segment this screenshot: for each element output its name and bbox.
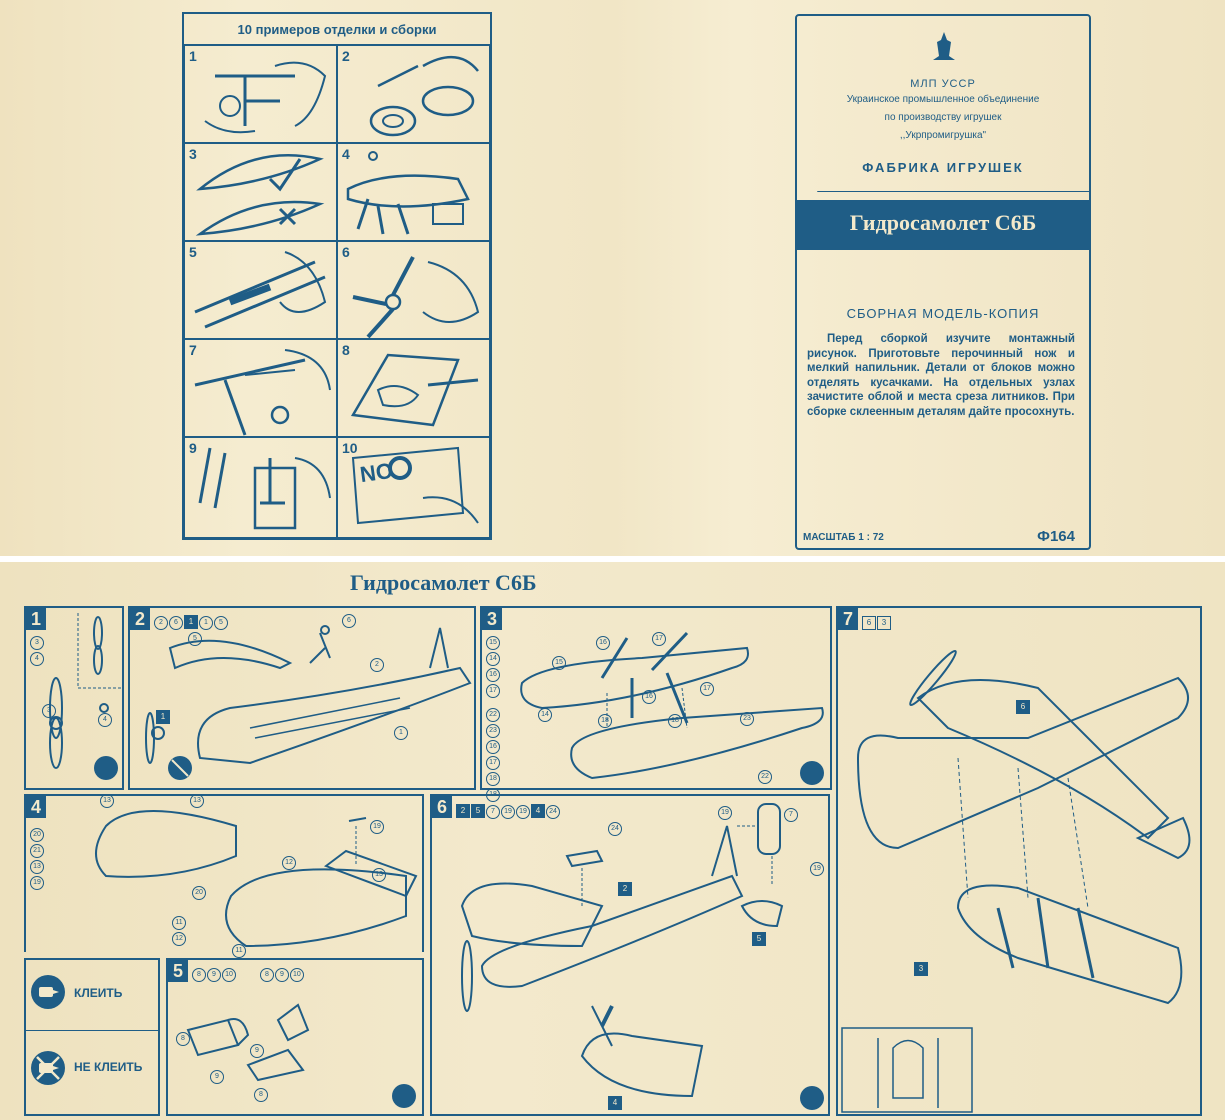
subtitle: СБОРНАЯ МОДЕЛЬ-КОПИЯ	[846, 306, 1040, 321]
step-4-parts-b: 11 12	[172, 916, 187, 946]
example-9: 9	[184, 437, 337, 538]
sheet-separator	[0, 556, 1225, 562]
org-line-3: по производству игрушек	[884, 112, 1002, 123]
step-3-panel: 3 15 14 16 17 22 23 16 17 18 18 16 17 15…	[480, 606, 832, 802]
step-6-aircraft-illustration	[460, 803, 824, 1110]
example-5: 5	[184, 241, 337, 339]
example-8: 8	[337, 339, 490, 437]
step-3-float-illustration	[520, 631, 824, 785]
org-line-4: ,,Укрпромигрушка"	[899, 130, 987, 141]
step-4-badge: 4	[26, 796, 46, 818]
example-6: 6	[337, 241, 490, 339]
example-4-illustration	[346, 151, 470, 235]
step-7-badge: 7	[838, 608, 858, 630]
step-1-propeller-illustration	[49, 613, 122, 780]
example-9-illustration	[198, 447, 331, 530]
example-6-illustration	[352, 256, 480, 338]
example-1-illustration	[204, 61, 327, 134]
glue-icon	[31, 975, 65, 1009]
examples-panel: 10 примеров отделки и сборки 1 2	[182, 12, 492, 540]
examples-title: 10 примеров отделки и сборки	[237, 22, 437, 37]
factory-logo-icon	[933, 32, 955, 60]
examples-grid: 1 2 3	[184, 45, 490, 538]
step-4-parts-a: 20 21 13 19	[30, 828, 45, 890]
glue-label: КЛЕИТЬ	[74, 986, 123, 1000]
example-5-illustration	[194, 251, 327, 329]
example-8-illustration	[350, 353, 479, 427]
example-7: 7	[184, 339, 337, 437]
step-2-fuselage-illustration	[145, 625, 472, 780]
model-name: Гидросамолет С6Б	[849, 210, 1037, 235]
step-5-badge: 5	[168, 960, 188, 982]
scale-label: МАСШТАБ 1 : 72	[803, 532, 884, 543]
top-sheet: 10 примеров отделки и сборки 1 2	[0, 0, 1225, 556]
step-1-badge: 1	[26, 608, 46, 630]
step-5-tail-illustration	[186, 1003, 416, 1108]
example-3-illustration	[195, 154, 325, 236]
example-2-illustration	[369, 55, 479, 137]
example-1: 1	[184, 45, 337, 143]
cover-panel: МЛП УССР Украинское промышленное объедин…	[795, 14, 1091, 550]
step-1-parts: 3 4	[30, 636, 45, 666]
example-4: 4	[337, 143, 490, 241]
org-line-2: Украинское промышленное объединение	[846, 94, 1040, 105]
model-name-banner: Гидросамолет С6Б	[795, 200, 1091, 250]
example-2: 2	[337, 45, 490, 143]
example-3: 3	[184, 143, 337, 241]
step-7-assembly-illustration	[841, 649, 1191, 1113]
step-1-panel: 1 3 4 3 4	[24, 606, 124, 790]
no-glue-label: НЕ КЛЕИТЬ	[74, 1060, 143, 1074]
model-code: Ф164	[1037, 528, 1075, 545]
org-line-1: МЛП УССР	[910, 78, 976, 90]
instructions-text: Перед сборкой изучите монтажный рисунок.…	[807, 333, 1075, 418]
bottom-title: Гидросамолет С6Б	[350, 570, 537, 595]
step-3-badge: 3	[482, 608, 502, 630]
step-4-wing-illustration	[95, 810, 418, 948]
no-glue-icon	[31, 1051, 65, 1085]
step-4-panel: 4 20 21 13 19 11 12 13 13 20 12 13 19 11	[24, 794, 424, 958]
example-7-illustration	[194, 349, 331, 436]
step-2-badge: 2	[130, 608, 150, 630]
step-6-badge: 6	[432, 796, 452, 818]
example-10: 10 NO	[337, 437, 490, 538]
legend-panel: КЛЕИТЬ НЕ КЛЕИТЬ	[24, 958, 160, 1116]
factory-title: ФАБРИКА ИГРУШЕК	[862, 160, 1024, 175]
example-10-illustration	[351, 446, 479, 525]
